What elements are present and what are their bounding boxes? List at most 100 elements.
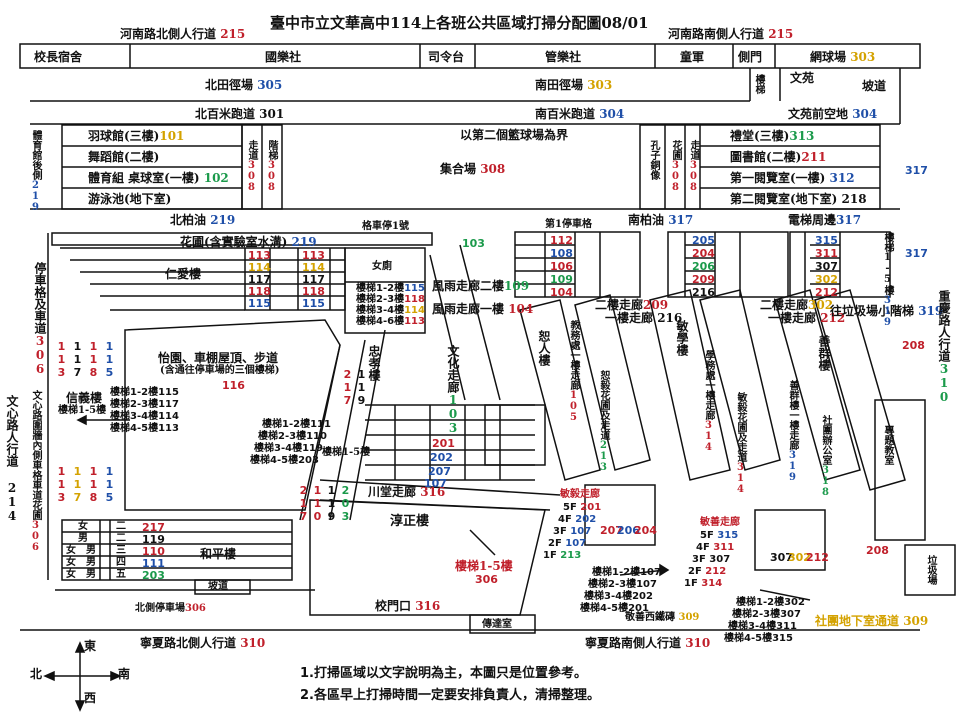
front-plaza: 文苑前空地 304: [788, 107, 878, 121]
band-club: 管樂社: [545, 50, 582, 64]
center-stair-3: 樓梯3-4樓114: [110, 411, 179, 422]
badminton-hall: 羽球館(三樓)101: [88, 129, 185, 143]
wenxin-inner: 文心路圍牆內側車格車道花圃306: [30, 390, 41, 553]
fa-2f: 2F 107: [548, 538, 587, 549]
renai-row-1: 113: [248, 249, 271, 262]
ca-2: 206: [617, 524, 640, 537]
north-track: 北百米跑道 301: [195, 107, 285, 121]
shuren-corridor: 教務處一樓走廊105: [568, 320, 579, 423]
right-road-no: 317: [905, 247, 928, 260]
north-parking: 北側停車場306: [135, 603, 206, 614]
col-top-1: 113: [55, 340, 68, 379]
zhongxiao-building: 忠孝樓: [367, 345, 381, 381]
col-bot-2: 117: [71, 465, 84, 504]
ca-3: 204: [634, 524, 657, 537]
grid-202: 202: [430, 451, 453, 464]
fb-4f: 4F 311: [696, 542, 735, 553]
boundary-label: 以第二個籃球場為界: [460, 128, 569, 142]
z1-r4: 109: [550, 273, 573, 286]
grid-201: 201: [432, 437, 455, 450]
chunzheng-stair: 樓梯1-5樓: [455, 559, 513, 573]
compass-west: 西: [84, 691, 97, 705]
recycle-stairs: 往垃圾場小階梯 319: [830, 304, 944, 318]
north-cypress: 北柏油 219: [170, 213, 236, 227]
renai-stair-1: 樓梯1-2樓115: [356, 283, 425, 294]
tennis-court: 網球場 303: [810, 50, 876, 64]
wenyuan: 文苑: [790, 71, 815, 85]
renai-row-1b: 113: [302, 249, 325, 262]
zx-stair-4: 樓梯4-5樓203: [250, 455, 319, 466]
ningxia-north: 寧夏路北側人行道 310: [140, 636, 266, 650]
bottom-col-3: 119: [325, 484, 338, 523]
principal-dorm: 校長宿舍: [34, 50, 83, 64]
heping-r5-c: 五: [116, 569, 126, 580]
confucius-statue: 孔子銅像: [648, 140, 659, 180]
center-stair-2: 樓梯2-3樓117: [110, 399, 179, 410]
z2-r4: 209: [692, 273, 715, 286]
club-office: 社團辦公室318: [820, 415, 831, 498]
zx-stair-15: 樓梯1-5樓: [322, 447, 371, 458]
renai-stair-3: 樓梯3-4樓114: [356, 305, 425, 316]
heping-r4-d: 111: [142, 557, 165, 570]
corridor-1f-a: 一樓走廊 216: [605, 311, 683, 325]
side-gate: 側門: [738, 50, 763, 64]
project-room: 專題教室: [882, 425, 893, 465]
sb-4: 樓梯4-5樓315: [724, 633, 793, 644]
z1-r1: 112: [550, 234, 573, 247]
sb-3: 樓梯3-4樓311: [728, 621, 797, 632]
right-208-b: 208: [866, 544, 889, 557]
grid-207: 207: [428, 465, 451, 478]
fb-2f: 2F 212: [688, 566, 727, 577]
right-side-no: 317: [905, 164, 928, 177]
z1-r2: 108: [550, 247, 573, 260]
zx-stair-1: 樓梯1-2樓111: [262, 419, 331, 430]
minxue-building: 敏學樓: [675, 320, 689, 356]
north-sidewalk-label: 河南路北側人行道 215: [120, 27, 246, 41]
col-bot-1: 113: [55, 465, 68, 504]
col-bot-4: 115: [103, 465, 116, 504]
garbage-area: 垃圾場: [925, 555, 936, 585]
z1-r5: 104: [550, 286, 573, 299]
z3-r2: 311: [815, 247, 838, 260]
compass-north: 北: [30, 667, 43, 681]
south-field: 南田徑場 303: [535, 78, 613, 92]
col-top-2: 117: [71, 340, 84, 379]
heping-r3-d: 110: [142, 545, 165, 558]
sa-1: 樓梯1-2樓107: [592, 567, 661, 578]
renai-row-5: 115: [248, 297, 271, 310]
chinese-orchestra: 國樂社: [265, 50, 302, 64]
heping-building: 和平樓: [200, 547, 237, 561]
z2-r1: 205: [692, 234, 715, 247]
z3-r1: 315: [815, 234, 838, 247]
heping-r2-a: 男: [78, 533, 88, 544]
renai-stair-2: 樓梯2-3樓118: [356, 294, 425, 305]
heping-r4-c: 四: [116, 557, 126, 568]
col-top-3: 118: [87, 340, 100, 379]
wenxin-sidewalk: 文心路人行道 214: [5, 395, 19, 523]
yi-garden-sub: (含通往停車場的三個樓梯): [160, 365, 280, 376]
bottom-col-4: 203: [339, 484, 352, 523]
bike-parking-1: 格車停1號: [362, 221, 409, 232]
renai-row-2: 114: [248, 261, 271, 274]
zx-stair-2: 樓梯2-3樓110: [258, 431, 327, 442]
club-underpass: 社團地下室通道 309: [815, 614, 929, 628]
shujian-garden: 恕毅花圃及走道213: [598, 370, 609, 473]
note-2: 2.各區早上打掃時間一定要安排負責人，清掃整理。: [300, 688, 600, 703]
fa-5f: 5F 201: [563, 502, 602, 513]
elevator-area: 電梯周邊317: [788, 213, 862, 227]
swimming-pool: 游泳池(地下室): [88, 192, 172, 206]
chuantang-corridor: 川堂走廊 316: [368, 485, 446, 499]
stage: 司令台: [428, 50, 465, 64]
heping-r3-b: 男: [86, 545, 96, 556]
ningxia-south: 寧夏路南側人行道 310: [585, 636, 711, 650]
reading-room-2: 第二閱覽室(地下室) 218: [730, 192, 867, 206]
heping-r5-a: 女: [66, 569, 76, 580]
heping-r4-a: 女: [66, 557, 76, 568]
corridor-2f-b: 二樓走廊302: [760, 298, 834, 312]
bottom-col-1: 217: [297, 484, 310, 523]
fa-1f: 1F 213: [543, 550, 582, 561]
renai-row-4b: 118: [302, 285, 325, 298]
heping-r1-c: 217: [142, 521, 165, 534]
library: 圖書館(二樓)211: [730, 150, 827, 164]
